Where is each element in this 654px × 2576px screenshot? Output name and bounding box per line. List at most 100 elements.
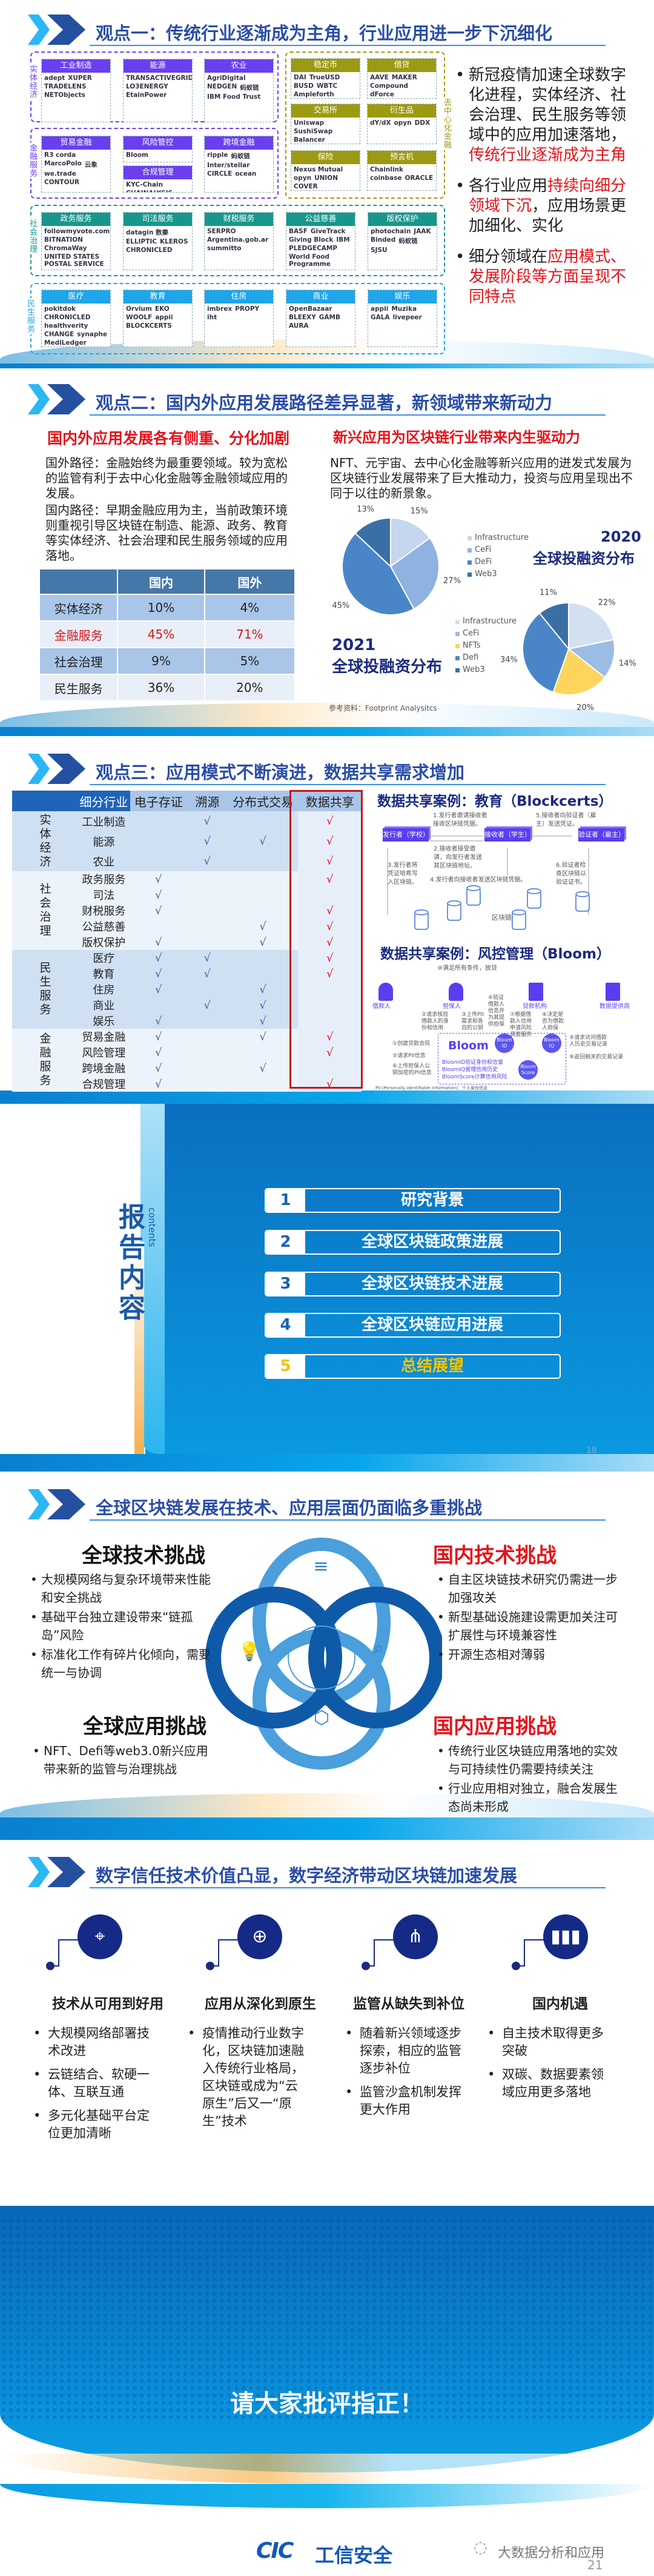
- legend-label: NFTs: [463, 641, 481, 650]
- page-number: 21: [587, 2558, 603, 2572]
- map-pin-icon: ⌖: [78, 1914, 122, 1959]
- actor-label: 担保人: [443, 1003, 461, 1010]
- blockchain-node-top: [414, 909, 429, 915]
- cube-icon: ⬡: [314, 1707, 329, 1728]
- bank-icon: [529, 983, 543, 1001]
- domestic-path-text: 国内路径：早期金融应用为主，当前政策环境则重视引导区块链在制造、能源、政务、教育…: [45, 503, 288, 563]
- check-mark: √: [130, 1076, 187, 1092]
- trend-bullets: 自主技术取得更多突破双碳、数据要素领域应用更多落地: [487, 2025, 609, 2107]
- chart-title-2020: 全球投融资分布: [533, 550, 635, 567]
- case-education-title: 数据共享案例：教育（Blockcerts）: [377, 794, 613, 809]
- slide-title: 观点三：应用模式不断演进，数据共享需求增加: [96, 762, 465, 783]
- legend-label: Web3: [475, 569, 497, 579]
- key-point-text: 传统行业逐渐成为主角: [469, 146, 627, 164]
- contents-item-number: 3: [266, 1273, 305, 1295]
- slide-divider-band: [0, 363, 654, 368]
- company-logo: MAKER: [391, 74, 417, 81]
- key-point-text: 应用模式、发展阶段等方面呈现不同特点: [469, 248, 627, 306]
- empty-cell: [227, 851, 299, 871]
- bloom-feature: BloomScore计算信用风险: [442, 1074, 507, 1080]
- company-logo: 蚂蚁链: [398, 237, 418, 245]
- check-mark: √: [298, 966, 362, 981]
- pie-data-label: 14%: [619, 659, 636, 668]
- table-row: 商业√√: [12, 997, 362, 1013]
- empty-cell: [130, 831, 187, 851]
- company-logo: Inter/stellar: [207, 162, 250, 169]
- table-header-cell: 分布式交易: [227, 791, 299, 811]
- sector-name: 住房: [78, 981, 130, 997]
- company-logo: coinbase: [370, 174, 402, 182]
- challenge-bullet: 传统行业区块链应用落地的实效与可持续性仍需要持续关注: [437, 1742, 619, 1778]
- company-logo: MarcoPolo: [44, 160, 82, 167]
- contents-item-number: 2: [266, 1231, 305, 1253]
- title-underline: [90, 784, 606, 785]
- empty-cell: [187, 1029, 228, 1044]
- data-sharing-column-highlight: [289, 790, 363, 1089]
- check-mark: √: [130, 981, 187, 997]
- slide-divider-band: [0, 1817, 654, 1840]
- company-logo: appii: [155, 314, 173, 321]
- right-heading: 新兴应用为区块链行业带来内生驱动力: [333, 429, 580, 446]
- company-logo: ripple: [207, 151, 228, 159]
- trend-bullets: 疫情推动行业数字化，区块链加速融入传统行业格局，区块链或成为“云原生”后又一“原…: [188, 2025, 309, 2136]
- chart-title-2021: 全球投融资分布: [332, 658, 443, 676]
- bloom-logo: Bloom: [448, 1039, 489, 1052]
- category-header: 商业: [286, 290, 355, 304]
- legend-label: Web3: [463, 665, 485, 674]
- chart-year-2021: 2021: [332, 636, 376, 654]
- company-logo: Muzika: [391, 305, 417, 313]
- slide-title: 观点一：传统行业逐渐成为主角，行业应用进一步下沉细化: [96, 23, 553, 44]
- check-mark: √: [130, 966, 187, 981]
- blockchain-node-top: [466, 885, 481, 891]
- table-row: 版权保护√√√: [12, 934, 362, 950]
- company-logo: TRANSACTIVEGRID: [126, 75, 193, 82]
- company-logo: NETObjects: [44, 91, 85, 99]
- company-logo: XUPER: [68, 75, 92, 82]
- company-logo: SERPRO: [207, 228, 236, 235]
- table-cell: 9%: [117, 647, 205, 675]
- empty-cell: [187, 918, 228, 934]
- category-header: 跨境金融: [205, 136, 273, 150]
- challenge-heading: 全球技术挑战: [82, 1544, 205, 1568]
- company-logo: CONTOUR: [44, 179, 80, 186]
- company-logo: synaphe: [77, 331, 107, 338]
- connector-path: [366, 1939, 397, 1967]
- check-mark: √: [187, 950, 228, 966]
- blockchain-node-top: [527, 888, 541, 894]
- company-logo: BLEEXY: [289, 314, 316, 321]
- table-row: 合规管理√√: [12, 1076, 362, 1092]
- legend-label: CeFi: [475, 545, 492, 554]
- check-mark: √: [298, 1044, 362, 1060]
- check-mark: √: [298, 1076, 362, 1092]
- key-point-text: 新冠疫情加速全球数字化进程，实体经济、社会治理、民生服务等领域中的应用加速落地，: [469, 66, 627, 144]
- overseas-path-text: 国外路径：金融始终为最重要领域。较为宽松的监管有利于去中心化金融等金融领域应用的…: [45, 456, 288, 500]
- sector-name: 合规管理: [78, 1076, 130, 1092]
- company-logo: IBM Food Trust: [207, 93, 261, 101]
- contents-curve-light: [140, 1104, 165, 1454]
- company-logo: Uniswap: [294, 119, 325, 127]
- slide-title: 观点二：国内外应用发展路径差异显著，新领域带来新动力: [96, 393, 553, 413]
- company-logo: datagin 数秦: [126, 229, 168, 236]
- application-mode-table: 细分行业电子存证溯源分布式交易数据共享实体经济工业制造√√能源√√√农业√√社会…: [12, 791, 362, 1092]
- flow-step-note: ②请求核验借款人的身份和信用: [421, 1012, 449, 1031]
- trend-bullet: 疫情推动行业数字化，区块链加速融入传统行业格局，区块链或成为“云原生”后又一“原…: [188, 2025, 309, 2130]
- category-header: 能源: [124, 59, 192, 73]
- check-mark: √: [298, 811, 362, 831]
- sector-name: 公益慈善: [78, 918, 130, 934]
- company-logo: WOOLF: [126, 314, 153, 321]
- table-row: 公益慈善√√: [12, 918, 362, 934]
